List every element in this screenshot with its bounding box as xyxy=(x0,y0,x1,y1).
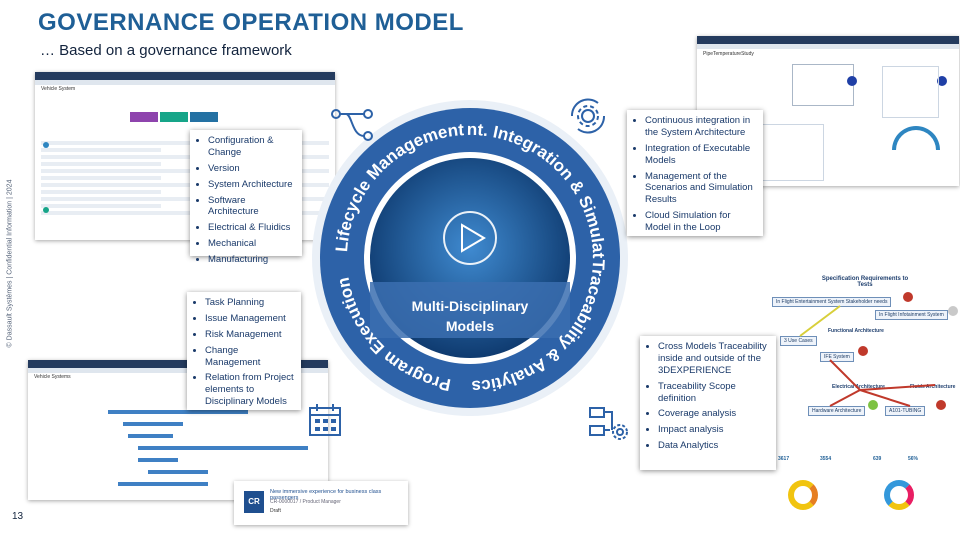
callout-item: Software Architecture xyxy=(208,195,296,219)
callout-item: Coverage analysis xyxy=(658,408,770,420)
cr-badge-icon: CR xyxy=(244,491,264,513)
callout-item: Task Planning xyxy=(205,297,295,309)
trace-node[interactable]: In Flight Entertainment System Stakehold… xyxy=(772,297,892,307)
callout-item: Risk Management xyxy=(205,329,295,341)
trace-links xyxy=(799,305,936,407)
callout-item: Manufacturing xyxy=(208,254,296,266)
change-request-card[interactable]: CR New immersive experience for business… xyxy=(234,481,408,525)
callout-item: Relation from Project elements to Discip… xyxy=(205,372,295,408)
process-gear-icon xyxy=(589,407,628,440)
trace-label: Fluids Architecture xyxy=(910,384,956,390)
screenshot-title: Vehicle System xyxy=(41,86,76,92)
trace-node[interactable]: A101-TUBING xyxy=(885,406,926,416)
trace-node[interactable]: IFE System xyxy=(820,352,854,362)
callout-item: Version xyxy=(208,163,296,175)
callout-item: Impact analysis xyxy=(658,424,770,436)
trace-heading: Specification Requirements to Tests xyxy=(821,276,909,288)
trace-graph[interactable]: Specification Requirements to Tests In F… xyxy=(760,270,960,530)
stat-value: 56% xyxy=(908,456,919,462)
callout-item: Cloud Simulation for Model in the Loop xyxy=(645,210,757,234)
callout-item: Continuous integration in the System Arc… xyxy=(645,115,757,139)
trace-node[interactable]: 3 Use Cases xyxy=(780,336,817,346)
screenshot-title: PipeTemperatureStudy xyxy=(703,51,754,57)
callout-item: Mechanical xyxy=(208,238,296,250)
lifecycle-callout: Configuration & Change Version System Ar… xyxy=(190,130,302,265)
center-label: Multi-Disciplinary Models xyxy=(370,296,570,337)
donut-chart xyxy=(884,480,914,510)
stat-value: 639 xyxy=(873,456,882,462)
slide-subtitle: … Based on a governance framework xyxy=(40,42,292,59)
slide-title: GOVERNANCE OPERATION MODEL xyxy=(38,9,464,36)
governance-wheel: Lifecycle Management Cont. Integration &… xyxy=(300,88,628,416)
change-card-title: New immersive experience for business cl… xyxy=(270,489,382,501)
calendar-icon xyxy=(309,404,341,436)
callout-item: Data Analytics xyxy=(658,440,770,452)
callout-item: Configuration & Change xyxy=(208,135,296,159)
execution-callout: Task Planning Issue Management Risk Mana… xyxy=(187,292,301,410)
trace-node[interactable]: In Flight Infotainment System xyxy=(875,310,948,320)
callout-item: Change Management xyxy=(205,345,295,369)
stat-value: 3617 xyxy=(778,456,790,462)
status-dot xyxy=(948,306,958,316)
donut-chart xyxy=(788,480,818,510)
callout-item: Electrical & Fluidics xyxy=(208,222,296,234)
callout-item: Issue Management xyxy=(205,313,295,325)
callout-item: Traceability Scope definition xyxy=(658,381,770,405)
screenshot-title: Vehicle Systems xyxy=(34,374,71,380)
traceability-callout: Cross Models Traceability inside and out… xyxy=(640,336,776,470)
callout-item: Cross Models Traceability inside and out… xyxy=(658,341,770,377)
change-card-status: Draft xyxy=(270,508,281,514)
trace-label: Electrical Architecture xyxy=(832,384,885,390)
stat-value: 3554 xyxy=(820,456,832,462)
callout-item: Integration of Executable Models xyxy=(645,143,757,167)
integration-callout: Continuous integration in the System Arc… xyxy=(627,110,763,236)
callout-item: System Architecture xyxy=(208,179,296,191)
status-dot xyxy=(903,292,913,302)
center-label-line2: Models xyxy=(445,318,495,335)
center-label-line1: Multi-Disciplinary xyxy=(411,298,529,314)
callout-item: Management of the Scenarios and Simulati… xyxy=(645,171,757,207)
page-number: 13 xyxy=(12,511,24,522)
gear-cycle-icon xyxy=(570,98,606,134)
trace-label: Functional Architecture xyxy=(828,328,884,334)
status-dot xyxy=(858,346,868,356)
confidential-note: © Dassault Systèmes | Confidential Infor… xyxy=(6,179,14,348)
branch-flow-icon xyxy=(331,109,373,141)
status-dot xyxy=(936,400,946,410)
status-dot xyxy=(868,400,878,410)
trace-node[interactable]: Hardware Architecture xyxy=(808,406,866,416)
play-icon xyxy=(461,223,486,253)
change-card-subtitle: CR-0000017 / Product Manager xyxy=(270,499,341,505)
